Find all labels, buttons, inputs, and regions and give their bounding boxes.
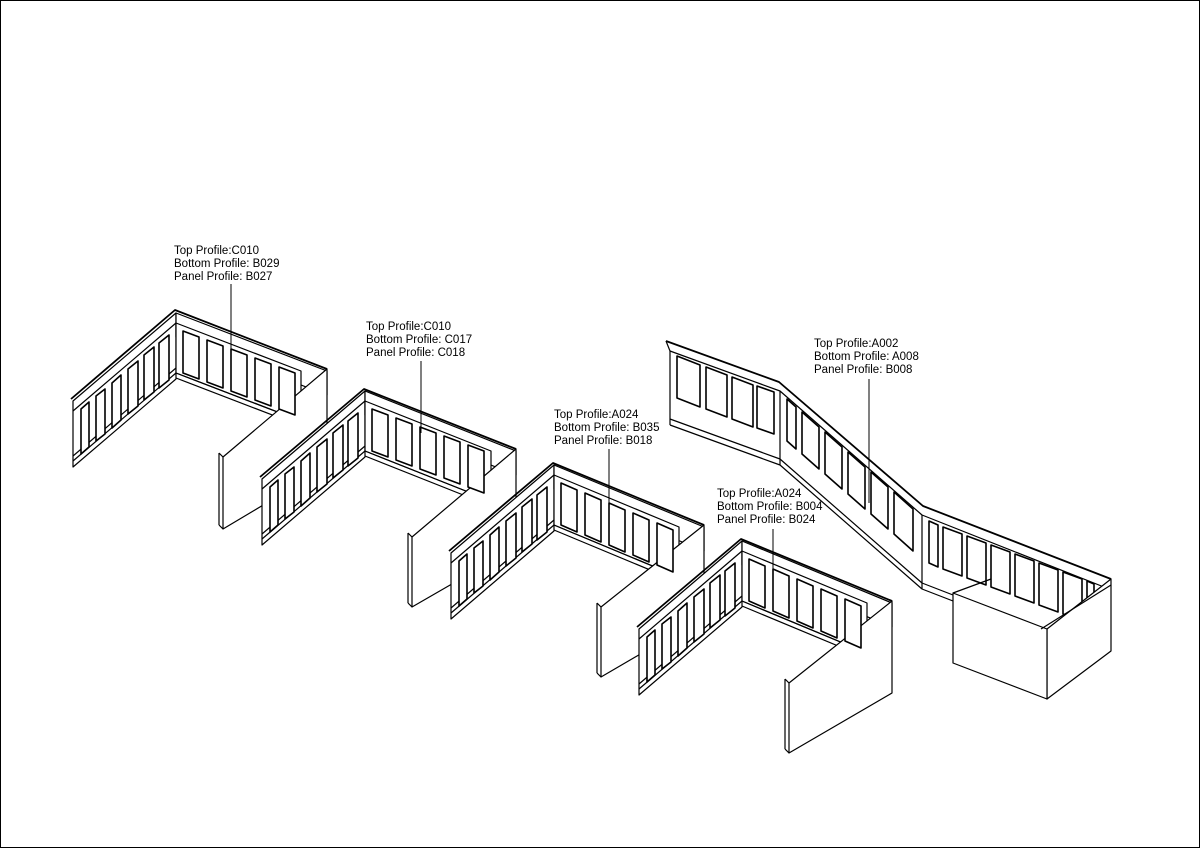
panel-group-5-upper: [676, 355, 775, 435]
profile-label-3: Top Profile:A024 Bottom Profile: B035 Pa…: [554, 409, 659, 448]
wainscot-assembly-2: [259, 361, 517, 608]
top-profile-text: Top Profile:A024: [554, 409, 639, 421]
panel-group-5-stair: [786, 398, 914, 552]
bottom-profile-text: Bottom Profile: C017: [366, 334, 473, 346]
panel-group-1-left: [80, 334, 170, 455]
wainscot-assembly-3: [448, 449, 705, 678]
top-profile-text: Top Profile:A002: [814, 338, 899, 350]
profile-label-5: Top Profile:A002 Bottom Profile: A008 Pa…: [814, 338, 919, 377]
panel-profile-text: Panel Profile: B018: [554, 435, 653, 447]
panel-profile-text: Panel Profile: B024: [717, 514, 816, 526]
wainscot-assembly-1: [70, 284, 328, 530]
bottom-profile-text: Bottom Profile: B029: [174, 258, 280, 270]
panel-group-4-back: [748, 558, 862, 649]
profile-label-2: Top Profile:C010 Bottom Profile: C017 Pa…: [366, 321, 472, 360]
panel-group-2-back: [371, 408, 485, 494]
panel-group-2-left: [269, 412, 359, 533]
panel-group-4-left: [646, 562, 736, 683]
profile-label-1: Top Profile:C010 Bottom Profile: B029 Pa…: [174, 245, 279, 284]
profile-label-4: Top Profile:A024 Bottom Profile: B004 Pa…: [717, 488, 822, 527]
panel-profile-text: Panel Profile: B027: [174, 271, 273, 283]
bottom-profile-text: Bottom Profile: B004: [717, 501, 823, 513]
bottom-profile-text: Bottom Profile: A008: [814, 351, 919, 363]
wainscot-assembly-5-stair: [665, 340, 1112, 700]
top-profile-text: Top Profile:A024: [717, 488, 802, 500]
panel-profile-text: Panel Profile: B008: [814, 364, 913, 376]
panel-group-1-back: [182, 330, 296, 416]
top-profile-text: Top Profile:C010: [366, 321, 452, 333]
panel-group-3-left: [458, 486, 548, 607]
panel-profile-text: Panel Profile: C018: [366, 347, 466, 359]
panel-group-3-back: [560, 482, 674, 573]
top-profile-text: Top Profile:C010: [174, 245, 260, 257]
wainscot-assembly-4: [636, 529, 893, 754]
bottom-profile-text: Bottom Profile: B035: [554, 422, 660, 434]
